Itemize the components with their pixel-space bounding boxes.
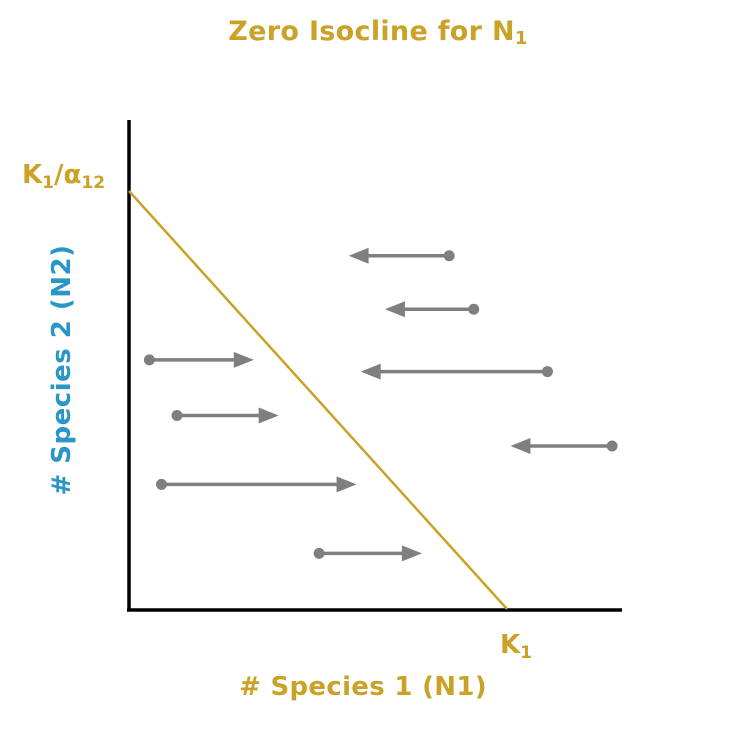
arrow-start-dot: [171, 409, 183, 421]
arrow-head: [384, 301, 405, 318]
trajectory-arrow: [360, 363, 553, 380]
x-intercept-label: K1: [500, 630, 532, 663]
trajectory-arrow: [143, 351, 254, 368]
zero-isocline-line: [128, 190, 508, 610]
arrow-start-dot: [468, 303, 480, 315]
arrow-head: [348, 247, 369, 264]
y-intercept-sub2: 12: [81, 173, 106, 193]
diagram-title: Zero Isocline for N1: [0, 16, 756, 49]
arrow-start-dot: [443, 250, 455, 262]
x-intercept-main: K: [500, 630, 521, 660]
y-intercept-mid: /α: [54, 160, 82, 190]
trajectory-arrow: [313, 545, 422, 562]
arrow-start-dot: [313, 547, 325, 559]
arrow-head: [360, 363, 381, 380]
arrow-head: [510, 437, 531, 454]
arrow-head: [401, 545, 422, 562]
y-intercept-sub1: 1: [42, 173, 54, 193]
x-axis-label: # Species 1 (N1): [239, 672, 487, 702]
y-intercept-main: K: [22, 160, 43, 190]
arrow-head: [233, 351, 254, 368]
title-subscript: 1: [514, 28, 528, 49]
arrow-group: [143, 247, 618, 562]
arrow-head: [336, 476, 357, 493]
y-intercept-label: K1/α12: [22, 160, 106, 193]
title-text: Zero Isocline for N: [228, 16, 515, 47]
arrow-start-dot: [143, 354, 155, 366]
arrow-start-dot: [541, 366, 553, 378]
arrow-start-dot: [156, 478, 168, 490]
trajectory-arrow: [348, 247, 455, 264]
trajectory-arrow: [156, 476, 357, 493]
trajectory-arrow: [171, 407, 279, 424]
arrow-start-dot: [606, 440, 618, 452]
x-intercept-sub: 1: [520, 643, 532, 663]
y-axis-label: # Species 2 (N2): [47, 244, 77, 496]
trajectory-arrow: [384, 301, 480, 318]
trajectory-arrow: [510, 437, 618, 454]
arrow-head: [258, 407, 279, 424]
